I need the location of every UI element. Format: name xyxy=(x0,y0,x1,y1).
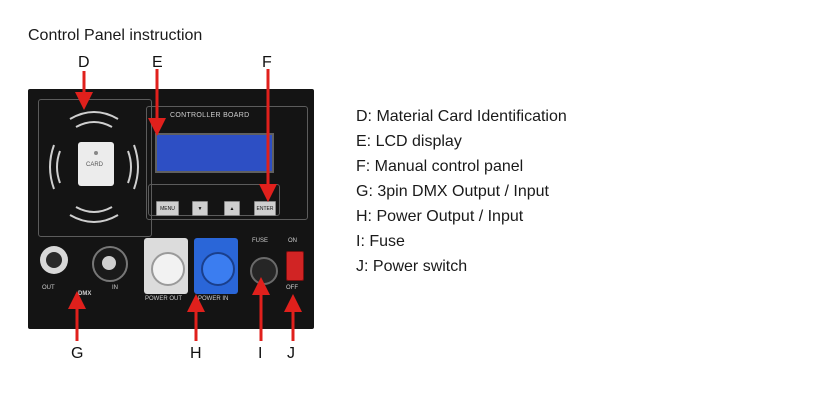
down-button[interactable]: ▼ xyxy=(192,201,208,216)
callout-e: E xyxy=(152,54,163,71)
legend-item-e: E: LCD display xyxy=(356,133,462,150)
legend-item-i: I: Fuse xyxy=(356,233,405,250)
power-out-socket xyxy=(151,252,185,286)
legend-item-g: G: 3pin DMX Output / Input xyxy=(356,183,549,200)
callout-d: D xyxy=(78,54,90,71)
dmx-out-label: OUT xyxy=(42,285,55,291)
rfid-waves-icon xyxy=(49,111,139,223)
callout-g: G xyxy=(71,345,84,362)
page-title: Control Panel instruction xyxy=(28,27,203,44)
callout-f: F xyxy=(262,54,272,71)
power-in-label: POWER IN xyxy=(198,296,229,302)
power-out-label: POWER OUT xyxy=(145,296,182,302)
legend-item-j: J: Power switch xyxy=(356,258,468,275)
up-button[interactable]: ▲ xyxy=(224,201,240,216)
dmx-in-pins xyxy=(102,256,116,270)
callout-j: J xyxy=(287,345,295,362)
controller-board-frame xyxy=(146,106,308,220)
control-panel-image: CARD CONTROLLER BOARD MENU ▼ ▲ ENTER OUT… xyxy=(28,89,314,329)
callout-h: H xyxy=(190,345,202,362)
legend-list: D: Material Card Identification E: LCD d… xyxy=(356,107,567,282)
card-slot xyxy=(78,142,114,186)
power-switch[interactable] xyxy=(286,251,304,281)
legend-item-h: H: Power Output / Input xyxy=(356,208,524,225)
card-reader-frame xyxy=(38,99,152,237)
callout-i: I xyxy=(258,345,263,362)
switch-on-label: ON xyxy=(288,238,297,244)
controller-board-label: CONTROLLER BOARD xyxy=(170,112,250,119)
switch-off-label: OFF xyxy=(286,285,298,291)
dmx-in-label: IN xyxy=(112,285,118,291)
lcd-display xyxy=(155,133,274,173)
legend-item-f: F: Manual control panel xyxy=(356,158,524,175)
fuse-label: FUSE xyxy=(252,238,269,244)
legend-item-d: D: Material Card Identification xyxy=(356,108,567,125)
card-dot-icon xyxy=(94,151,98,155)
card-label: CARD xyxy=(86,162,104,168)
fuse-holder xyxy=(250,257,278,285)
dmx-out-pins xyxy=(46,252,62,268)
dmx-label: DMX xyxy=(78,291,92,297)
enter-button[interactable]: ENTER xyxy=(254,201,276,216)
power-in-socket xyxy=(201,252,235,286)
button-row-frame xyxy=(148,184,280,216)
menu-button[interactable]: MENU xyxy=(156,201,179,216)
